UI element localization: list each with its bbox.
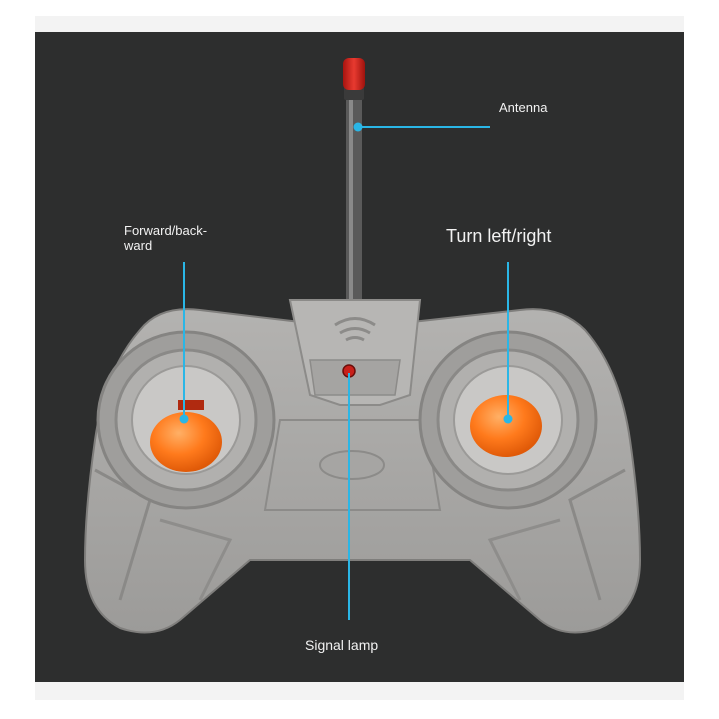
bottom-margin-strip [35,682,684,700]
turn-label: Turn left/right [446,226,552,246]
top-margin-strip [35,16,684,32]
forward-callout-dot [179,414,189,424]
right-joystick-knob [470,395,542,457]
antenna [343,58,365,306]
antenna-callout-dot [353,122,363,132]
signal-lamp-label: Signal lamp [305,637,379,653]
forward-backward-label: Forward/back- ward [124,223,208,253]
left-joystick-knob [150,412,222,472]
callouts [179,122,513,620]
turn-callout-dot [503,414,513,424]
antenna-label: Antenna [499,100,548,115]
antenna-tip [343,58,365,90]
